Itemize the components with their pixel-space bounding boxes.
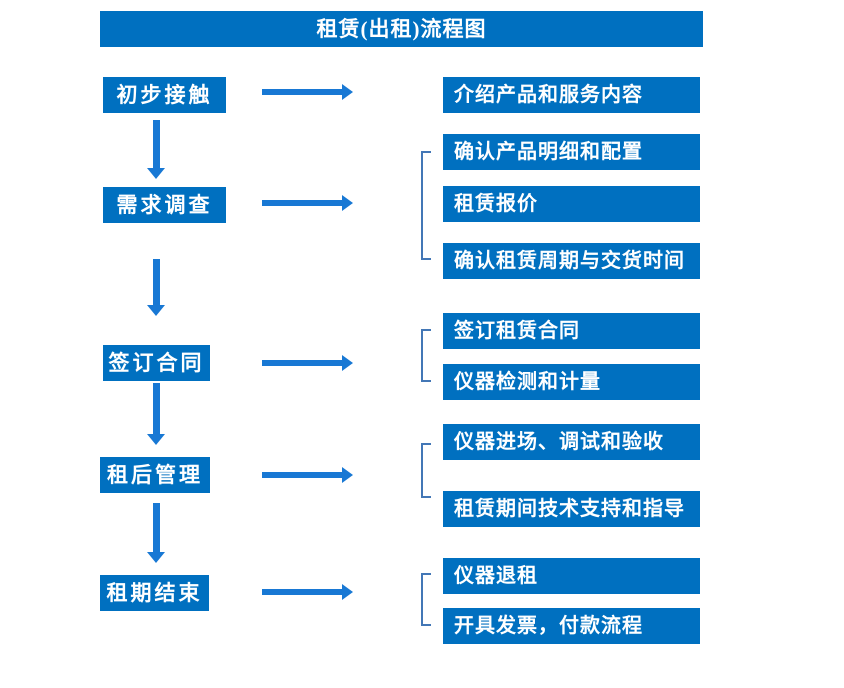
right-arrow xyxy=(262,584,353,600)
down-arrow-shaft xyxy=(152,120,160,168)
down-arrow-head xyxy=(147,552,165,563)
right-arrow-head xyxy=(342,84,353,100)
down-arrow xyxy=(147,120,165,179)
detail-box: 确认租赁周期与交货时间 xyxy=(443,243,700,279)
detail-box: 签订租赁合同 xyxy=(443,313,700,349)
group-bracket-demand-survey xyxy=(421,151,431,260)
step-box-post-rental-management: 租后管理 xyxy=(100,457,210,493)
group-bracket-sign-contract xyxy=(421,329,431,382)
down-arrow xyxy=(147,383,165,445)
detail-box: 租赁期间技术支持和指导 xyxy=(443,491,700,527)
right-arrow-shaft xyxy=(262,200,342,206)
right-arrow xyxy=(262,195,353,211)
step-box-demand-survey: 需求调查 xyxy=(103,187,226,223)
group-bracket-lease-end xyxy=(421,573,431,626)
down-arrow-head xyxy=(147,434,165,445)
down-arrow-head xyxy=(147,168,165,179)
detail-box: 仪器退租 xyxy=(443,558,700,594)
right-arrow-shaft xyxy=(262,589,342,595)
right-arrow-head xyxy=(342,584,353,600)
detail-box: 租赁报价 xyxy=(443,186,700,222)
right-arrow xyxy=(262,467,353,483)
down-arrow-shaft xyxy=(152,503,160,552)
detail-box: 介绍产品和服务内容 xyxy=(443,77,700,113)
flowchart-title: 租赁(出租)流程图 xyxy=(100,11,703,47)
group-bracket-post-rental-management xyxy=(421,443,431,498)
down-arrow-head xyxy=(147,305,165,316)
right-arrow-shaft xyxy=(262,472,342,478)
detail-box: 确认产品明细和配置 xyxy=(443,134,700,170)
right-arrow-head xyxy=(342,355,353,371)
down-arrow xyxy=(147,259,165,316)
right-arrow-head xyxy=(342,467,353,483)
right-arrow-shaft xyxy=(262,360,342,366)
right-arrow-shaft xyxy=(262,89,342,95)
right-arrow xyxy=(262,355,353,371)
step-box-lease-end: 租期结束 xyxy=(100,575,209,611)
down-arrow-shaft xyxy=(152,259,160,305)
step-box-initial-contact: 初步接触 xyxy=(103,77,226,113)
down-arrow xyxy=(147,503,165,563)
right-arrow-head xyxy=(342,195,353,211)
down-arrow-shaft xyxy=(152,383,160,434)
detail-box: 开具发票，付款流程 xyxy=(443,608,700,644)
right-arrow xyxy=(262,84,353,100)
detail-box: 仪器进场、调试和验收 xyxy=(443,424,700,460)
step-box-sign-contract: 签订合同 xyxy=(103,345,210,381)
detail-box: 仪器检测和计量 xyxy=(443,364,700,400)
